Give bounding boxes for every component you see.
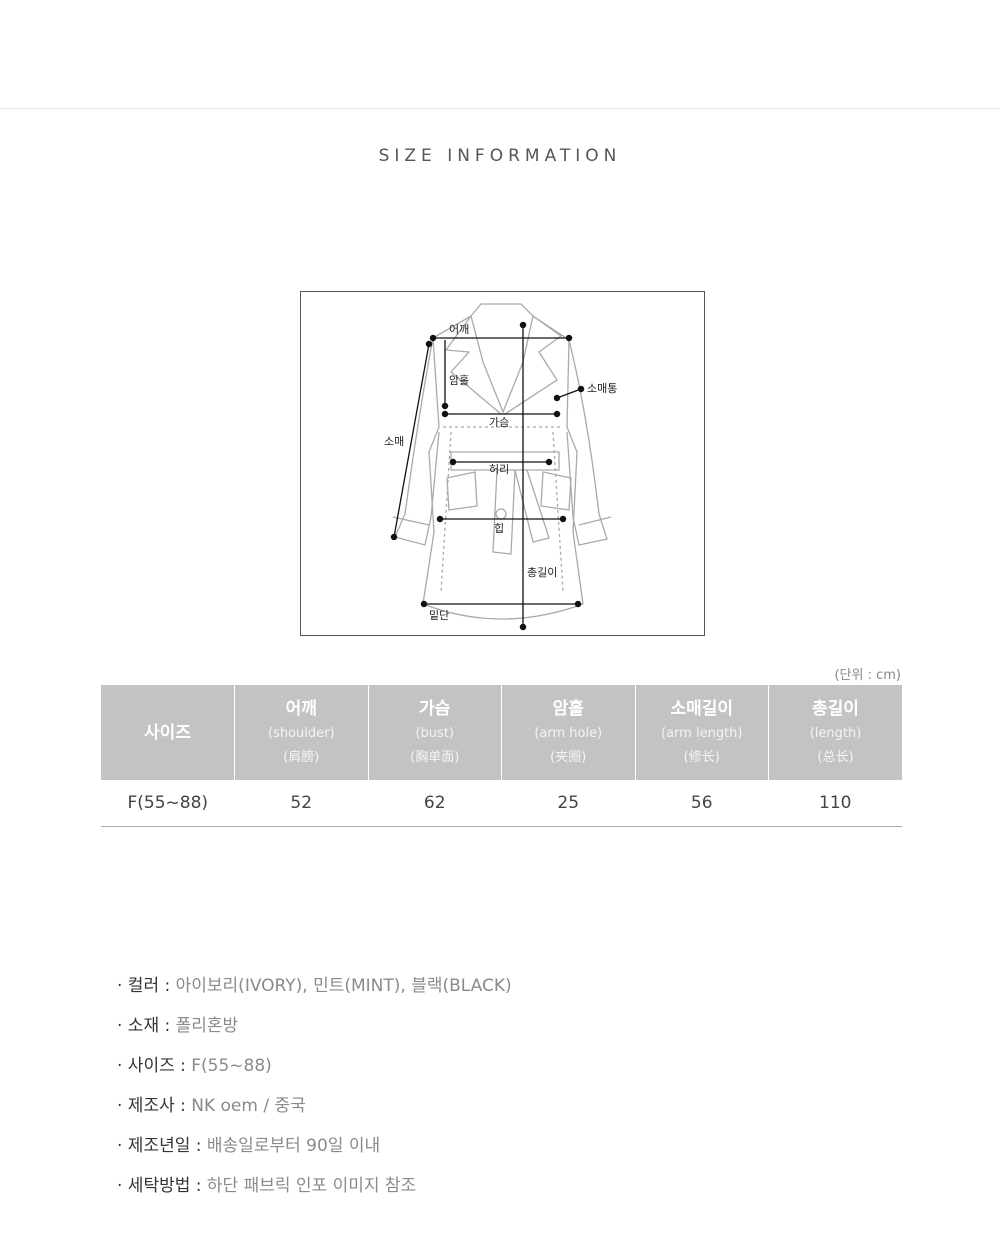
info-key: · 제조년일 : [117, 1136, 207, 1156]
header-label-cn: (胸单面) [410, 749, 460, 765]
info-value: 폴리혼방 [175, 1016, 239, 1036]
header-armhole: 암홀 (arm hole) (夹圈) [501, 685, 635, 780]
coat-outline [392, 303, 612, 620]
header-label-en: (arm hole) [534, 725, 603, 741]
header-label-en: (bust) [415, 725, 454, 741]
header-length: 총길이 (length) (总长) [768, 685, 902, 780]
cell-arm-length: 56 [635, 780, 769, 827]
header-label-cn: (修长) [683, 749, 720, 765]
product-info-list: · 컬러 : 아이보리(IVORY), 민트(MINT), 블랙(BLACK) … [117, 972, 512, 1212]
header-label-cn: (总长) [817, 749, 854, 765]
info-item-manufacture-date: · 제조년일 : 배송일로부터 90일 이내 [117, 1132, 512, 1172]
cell-length: 110 [768, 780, 902, 827]
cell-armhole: 25 [501, 780, 635, 827]
info-key: · 컬러 : [117, 976, 176, 996]
info-key: · 소재 : [117, 1016, 176, 1036]
header-label-en: (shoulder) [267, 725, 335, 741]
label-sleeve-width: 소매통 [587, 382, 617, 395]
top-divider [0, 108, 1000, 109]
label-chest: 가슴 [489, 416, 509, 429]
header-size: 사이즈 [101, 685, 235, 780]
cell-shoulder: 52 [234, 780, 368, 827]
info-value: F(55~88) [191, 1056, 272, 1076]
info-value: 아이보리(IVORY), 민트(MINT), 블랙(BLACK) [175, 976, 512, 996]
label-shoulder: 어깨 [449, 323, 469, 336]
info-item-material: · 소재 : 폴리혼방 [117, 1012, 512, 1052]
size-table-header: 사이즈 어깨 (shoulder) (肩膀) 가슴 (bust) (胸单面) 암… [101, 685, 902, 780]
header-label-ko: 소매길이 [670, 698, 734, 719]
table-row: F(55~88) 52 62 25 56 110 [101, 780, 902, 827]
info-item-manufacturer: · 제조사 : NK oem / 중국 [117, 1092, 512, 1132]
header-label-ko: 암홀 [552, 698, 584, 719]
header-bust: 가슴 (bust) (胸单面) [367, 685, 502, 780]
header-label-cn: (肩膀) [283, 749, 320, 765]
header-label-cn: (夹圈) [550, 749, 587, 765]
header-label-ko: 사이즈 [144, 722, 191, 743]
header-shoulder: 어깨 (shoulder) (肩膀) [234, 685, 368, 780]
unit-note: (단위 : cm) [834, 668, 901, 683]
info-item-color: · 컬러 : 아이보리(IVORY), 민트(MINT), 블랙(BLACK) [117, 972, 512, 1012]
cell-size: F(55~88) [101, 780, 235, 827]
label-hip: 힙 [494, 522, 504, 535]
info-item-size: · 사이즈 : F(55~88) [117, 1052, 512, 1092]
label-total-length: 총길이 [527, 566, 557, 579]
measure-lines [390, 321, 585, 631]
header-label-en: (length) [809, 725, 862, 741]
size-table: 사이즈 어깨 (shoulder) (肩膀) 가슴 (bust) (胸单面) 암… [101, 685, 902, 827]
trench-coat-diagram: 어깨 암홀 소매통 가슴 소매 허리 힙 총길이 밑단 [384, 303, 617, 631]
header-arm-length: 소매길이 (arm length) (修长) [634, 685, 769, 780]
info-key: · 세탁방법 : [117, 1176, 207, 1196]
size-diagram: 어깨 암홀 소매통 가슴 소매 허리 힙 총길이 밑단 [300, 291, 705, 636]
label-sleeve: 소매 [384, 435, 404, 448]
info-key: · 제조사 : [117, 1096, 192, 1116]
info-item-washing: · 세탁방법 : 하단 패브릭 인포 이미지 참조 [117, 1172, 512, 1212]
header-label-en: (arm length) [661, 725, 743, 741]
label-armhole: 암홀 [449, 374, 469, 387]
info-value: 하단 패브릭 인포 이미지 참조 [206, 1176, 417, 1196]
info-key: · 사이즈 : [117, 1056, 192, 1076]
header-label-ko: 어깨 [285, 698, 317, 719]
cell-bust: 62 [368, 780, 502, 827]
info-value: NK oem / 중국 [191, 1096, 306, 1116]
label-hem: 밑단 [429, 609, 449, 622]
header-label-ko: 가슴 [419, 698, 451, 719]
page-title: SIZE INFORMATION [378, 146, 622, 166]
header-label-ko: 총길이 [812, 698, 859, 719]
label-waist: 허리 [489, 463, 509, 476]
info-value: 배송일로부터 90일 이내 [206, 1136, 381, 1156]
